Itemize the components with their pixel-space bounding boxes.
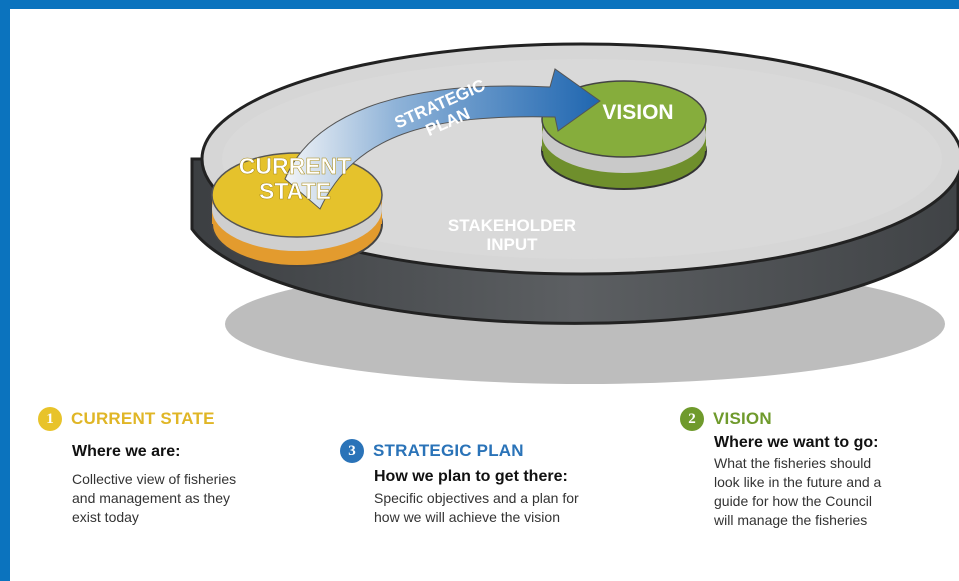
step-subtitle: Where we are: [72,443,181,460]
vision-label: VISION [602,101,673,124]
description-line: how we will achieve the vision [374,509,560,525]
diagram-canvas: CURRENT STATE VISION STRATEGIC PLAN STAK… [10,9,959,581]
step-number-badge: 1 [38,407,62,431]
stakeholder-label-line2: INPUT [487,235,539,254]
description-line: Specific objectives and a plan for [374,490,579,506]
step-vision-header: 2 VISION [680,407,955,431]
strategic-plan-diagram: CURRENT STATE VISION STRATEGIC PLAN STAK… [190,42,959,384]
step-subtitle: How we plan to get there: [374,468,568,485]
step-title: CURRENT STATE [71,409,215,428]
step-current-state-header: 1 CURRENT STATE [38,407,318,431]
step-number-badge: 2 [680,407,704,431]
step-description: Collective view of fisheries and managem… [72,470,318,527]
current-state-label-line1: CURRENT [239,153,351,179]
description-line: Collective view of fisheries [72,471,237,487]
stakeholder-label-line1: STAKEHOLDER [448,216,576,235]
step-strategic-plan: 3 STRATEGIC PLAN How we plan to get ther… [340,439,670,527]
step-description: What the fisheries should look like in t… [714,454,955,530]
description-line: and management as they [72,490,230,506]
description-line: exist today [72,509,139,525]
step-number-badge: 3 [340,439,364,463]
step-subtitle: Where we want to go: [714,434,879,451]
description-line: will manage the fisheries [714,512,868,528]
step-title: STRATEGIC PLAN [373,441,524,460]
description-line: guide for how the Council [714,493,872,509]
step-strategic-plan-header: 3 STRATEGIC PLAN [340,439,670,463]
description-line: What the fisheries should [714,455,872,471]
current-state-label-line2: STATE [259,178,331,204]
step-vision: 2 VISION Where we want to go: What the f… [680,407,955,530]
step-title: VISION [713,409,772,428]
step-current-state: 1 CURRENT STATE Where we are: Collective… [38,407,318,527]
strategic-plan-arrow [284,68,601,210]
description-line: look like in the future and a [714,474,882,490]
step-description: Specific objectives and a plan for how w… [374,489,670,527]
